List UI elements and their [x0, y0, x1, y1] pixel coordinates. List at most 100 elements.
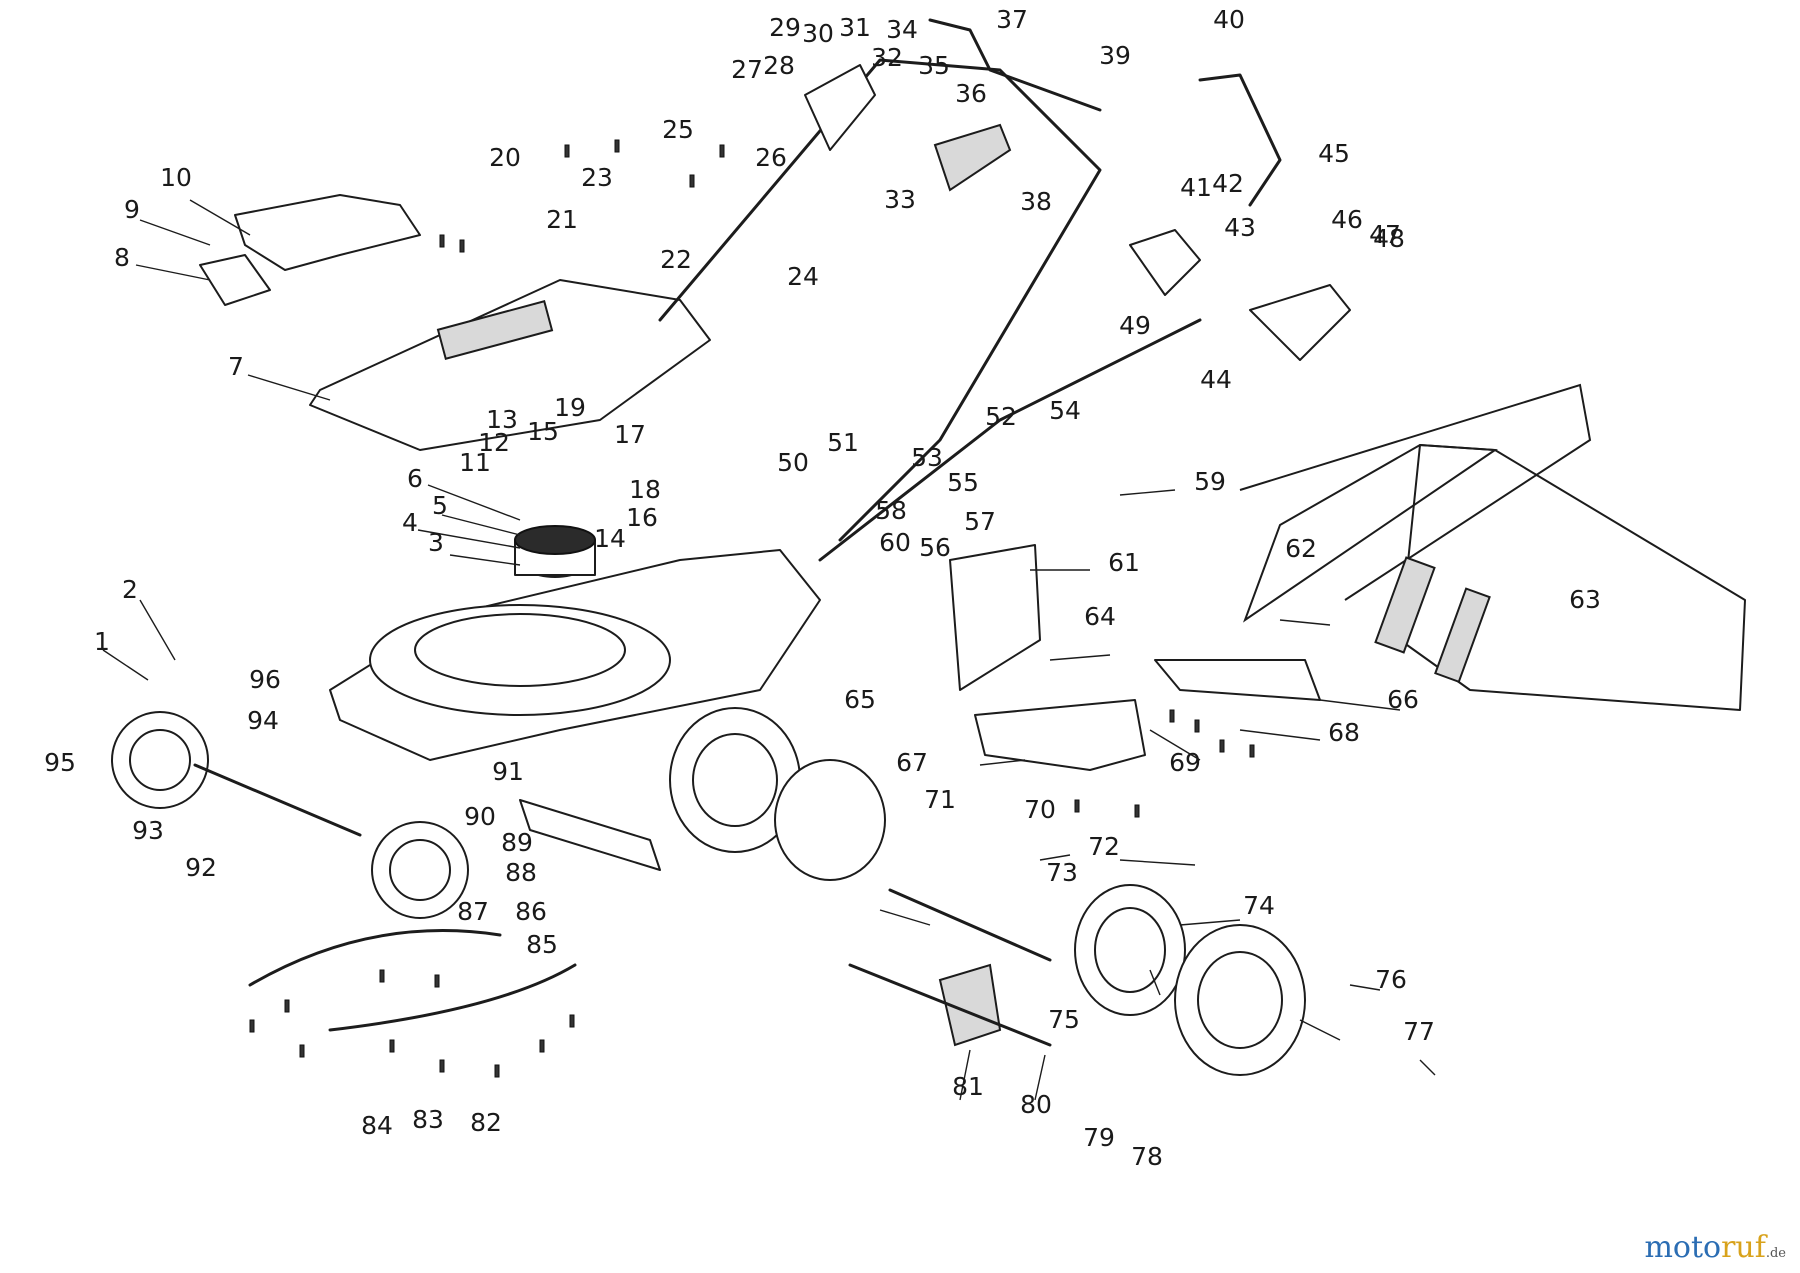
part-number-5: 5 [432, 491, 448, 520]
part-number-94: 94 [247, 706, 279, 735]
part-number-85: 85 [526, 930, 558, 959]
part-number-92: 92 [185, 853, 217, 882]
part-number-80: 80 [1020, 1090, 1052, 1119]
part-number-2: 2 [122, 575, 138, 604]
part-number-53: 53 [911, 443, 943, 472]
part-number-37: 37 [996, 5, 1028, 34]
part-number-66: 66 [1387, 685, 1419, 714]
parts-drawing [111, 18, 1746, 1078]
part-number-47: 47 [1369, 220, 1401, 249]
part-number-56: 56 [919, 533, 951, 562]
part-number-63: 63 [1569, 585, 1601, 614]
part-number-61: 61 [1108, 548, 1140, 577]
part-number-69: 69 [1169, 748, 1201, 777]
part-number-73: 73 [1046, 858, 1078, 887]
part-number-11: 11 [459, 448, 491, 477]
part-number-19: 19 [554, 393, 586, 422]
part-number-90: 90 [464, 802, 496, 831]
part-number-41: 41 [1180, 173, 1212, 202]
part-number-6: 6 [407, 464, 423, 493]
part-number-15: 15 [527, 417, 559, 446]
part-number-77: 77 [1403, 1017, 1435, 1046]
part-number-75: 75 [1048, 1005, 1080, 1034]
part-number-9: 9 [124, 195, 140, 224]
part-number-83: 83 [412, 1105, 444, 1134]
part-number-25: 25 [662, 115, 694, 144]
part-number-13: 13 [486, 405, 518, 434]
part-number-28: 28 [763, 51, 795, 80]
part-number-96: 96 [249, 665, 281, 694]
part-number-60: 60 [879, 528, 911, 557]
part-number-54: 54 [1049, 396, 1081, 425]
part-number-17: 17 [614, 420, 646, 449]
part-number-93: 93 [132, 816, 164, 845]
part-number-34: 34 [886, 15, 918, 44]
part-number-87: 87 [457, 897, 489, 926]
part-number-26: 26 [755, 143, 787, 172]
part-number-79: 79 [1083, 1123, 1115, 1152]
part-number-33: 33 [884, 185, 916, 214]
part-number-82: 82 [470, 1108, 502, 1137]
part-number-1: 1 [94, 627, 110, 656]
part-number-65: 65 [844, 685, 876, 714]
site-watermark: motoruf.de [1644, 1230, 1786, 1265]
part-number-7: 7 [228, 352, 244, 381]
part-number-22: 22 [660, 245, 692, 274]
leader-lines [102, 199, 1436, 1101]
part-number-71: 71 [924, 785, 956, 814]
watermark-brand-a: moto [1644, 1230, 1722, 1265]
part-number-59: 59 [1194, 467, 1226, 496]
part-number-81: 81 [952, 1072, 984, 1101]
part-number-32: 32 [871, 43, 903, 72]
part-number-52: 52 [985, 402, 1017, 431]
part-number-64: 64 [1084, 602, 1116, 631]
part-number-68: 68 [1328, 718, 1360, 747]
part-number-50: 50 [777, 448, 809, 477]
part-number-12: 12 [478, 428, 510, 457]
part-number-44: 44 [1200, 365, 1232, 394]
part-number-21: 21 [546, 205, 578, 234]
part-number-84: 84 [361, 1111, 393, 1140]
part-number-51: 51 [827, 428, 859, 457]
part-number-labels: 1234567891011121314151617181920212223242… [44, 5, 1601, 1171]
part-number-3: 3 [428, 528, 444, 557]
part-number-67: 67 [896, 748, 928, 777]
part-number-45: 45 [1318, 139, 1350, 168]
watermark-suffix: .de [1765, 1246, 1786, 1261]
part-number-49: 49 [1119, 311, 1151, 340]
part-number-29: 29 [769, 13, 801, 42]
part-number-39: 39 [1099, 41, 1131, 70]
part-number-89: 89 [501, 828, 533, 857]
part-number-4: 4 [402, 508, 418, 537]
part-number-20: 20 [489, 143, 521, 172]
part-number-72: 72 [1088, 832, 1120, 861]
part-number-36: 36 [955, 79, 987, 108]
part-number-43: 43 [1224, 213, 1256, 242]
part-number-42: 42 [1212, 169, 1244, 198]
part-number-88: 88 [505, 858, 537, 887]
part-number-57: 57 [964, 507, 996, 536]
part-number-10: 10 [160, 163, 192, 192]
part-number-31: 31 [839, 13, 871, 42]
part-number-27: 27 [731, 55, 763, 84]
part-number-58: 58 [875, 496, 907, 525]
part-number-74: 74 [1243, 891, 1275, 920]
watermark-brand-b: ruf [1721, 1230, 1766, 1265]
part-number-86: 86 [515, 897, 547, 926]
part-number-38: 38 [1020, 187, 1052, 216]
part-number-76: 76 [1375, 965, 1407, 994]
part-number-91: 91 [492, 757, 524, 786]
part-number-8: 8 [114, 243, 130, 272]
part-number-48: 48 [1373, 224, 1405, 253]
part-number-78: 78 [1131, 1142, 1163, 1171]
part-number-70: 70 [1024, 795, 1056, 824]
part-number-95: 95 [44, 748, 76, 777]
part-number-40: 40 [1213, 5, 1245, 34]
part-number-16: 16 [626, 503, 658, 532]
part-number-35: 35 [918, 51, 950, 80]
part-number-55: 55 [947, 468, 979, 497]
part-number-23: 23 [581, 163, 613, 192]
part-number-62: 62 [1285, 534, 1317, 563]
part-number-24: 24 [787, 262, 819, 291]
